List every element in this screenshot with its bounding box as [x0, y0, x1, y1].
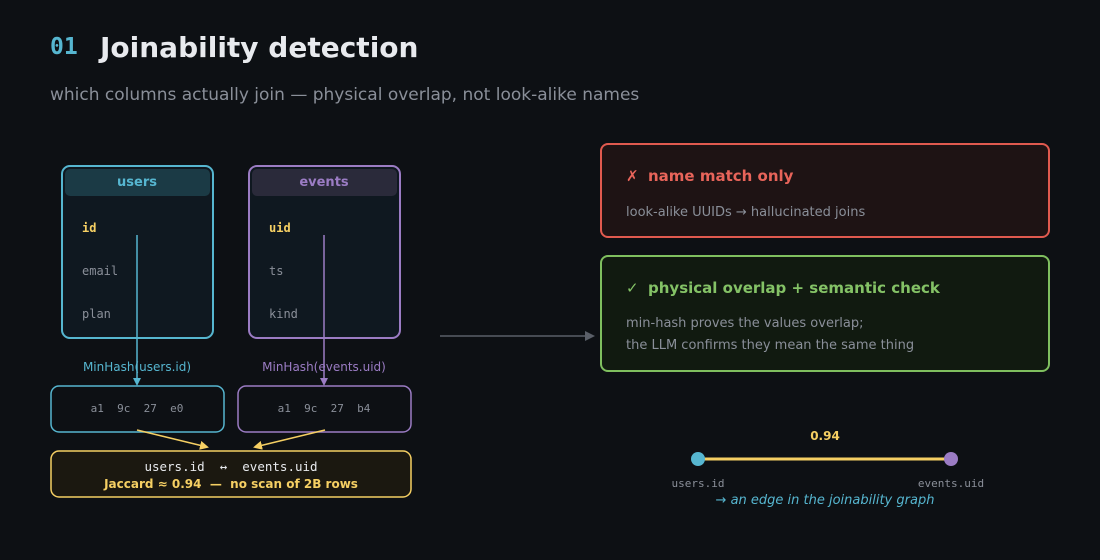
join-result-box: users.id ↔ events.uid Jaccard ≈ 0.94 — n…: [50, 450, 412, 498]
check-icon: ✓: [626, 279, 639, 297]
join-detail: Jaccard ≈ 0.94 — no scan of 2B rows: [103, 477, 358, 491]
signature-events: a1 9c 27 b4: [237, 385, 412, 433]
signature-events-values: a1 9c 27 b4: [278, 402, 371, 415]
column-users-id: id: [82, 221, 96, 235]
converge-arrow-left: [136, 429, 209, 450]
name-match-card: ✗ name match only look-alike UUIDs → hall…: [600, 143, 1050, 238]
cross-icon: ✗: [626, 167, 639, 185]
column-events-ts: ts: [269, 264, 283, 278]
signature-users-values: a1 9c 27 e0: [91, 402, 184, 415]
joinability-graph: 0.94 users.id events.uid → an edge in th…: [672, 429, 985, 508]
physical-overlap-title: physical overlap + semantic check: [648, 279, 940, 297]
table-events-name: events: [299, 175, 349, 190]
graph-node-events: [944, 452, 958, 466]
physical-overlap-body-line-1: min-hash proves the values overlap;: [626, 316, 864, 331]
signature-users: a1 9c 27 e0: [50, 385, 225, 433]
graph-node-events-label: events.uid: [918, 477, 984, 490]
name-match-body: look-alike UUIDs → hallucinated joins: [626, 205, 866, 220]
section-number: 01: [50, 34, 78, 60]
column-events-kind: kind: [269, 307, 298, 321]
graph-caption: → an edge in the joinability graph: [716, 493, 935, 508]
table-users-name: users: [117, 175, 157, 190]
edge-weight: 0.94: [810, 429, 840, 443]
name-match-title: name match only: [648, 167, 794, 185]
page-subtitle: which columns actually join — physical o…: [50, 85, 640, 105]
converge-arrow-right: [253, 429, 326, 450]
join-pair: users.id ↔ events.uid: [144, 459, 317, 474]
graph-node-users-label: users.id: [672, 477, 725, 490]
physical-overlap-card: ✓ physical overlap + semantic check min-h…: [600, 255, 1050, 372]
graph-node-users: [691, 452, 705, 466]
column-users-plan: plan: [82, 307, 111, 321]
column-events-uid: uid: [269, 221, 291, 235]
physical-overlap-body-line-2: the LLM confirms they mean the same thin…: [626, 338, 915, 353]
page-title: Joinability detection: [100, 31, 419, 64]
column-users-email: email: [82, 264, 118, 278]
